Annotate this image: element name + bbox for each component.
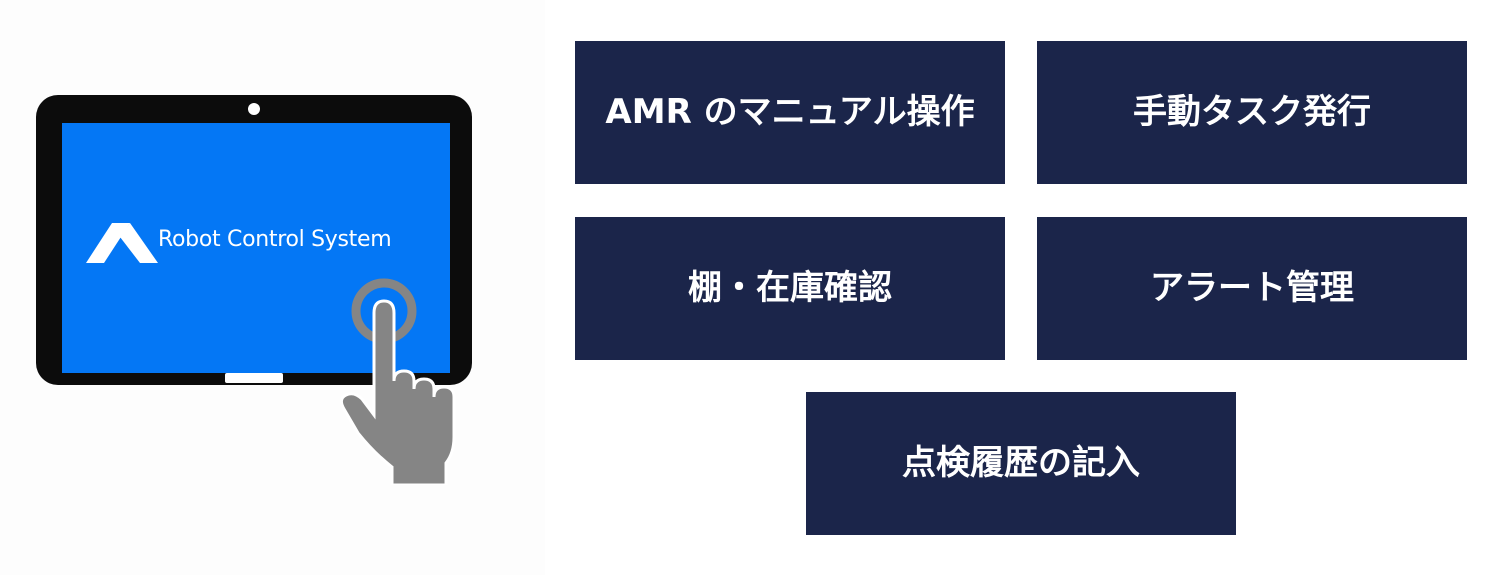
tap-hand-icon <box>339 278 456 485</box>
app-logo-icon <box>86 223 158 263</box>
tile-amr-manual-operation[interactable]: AMR のマニュアル操作 <box>575 41 1005 184</box>
tablet-home-button <box>225 373 283 383</box>
tile-label: 点検履歴の記入 <box>902 443 1140 484</box>
tablet-camera-icon <box>248 103 260 115</box>
tile-label: 手動タスク発行 <box>1133 92 1371 133</box>
screen-title: Robot Control System <box>158 227 392 252</box>
tile-manual-task-issue[interactable]: 手動タスク発行 <box>1037 41 1467 184</box>
tablet-illustration: Robot Control System <box>30 85 480 485</box>
tablet-frame: Robot Control System <box>36 95 472 385</box>
tile-shelf-inventory-check[interactable]: 棚・在庫確認 <box>575 217 1005 360</box>
tile-alert-management[interactable]: アラート管理 <box>1037 217 1467 360</box>
tile-label: AMR のマニュアル操作 <box>605 92 975 133</box>
tile-label: 棚・在庫確認 <box>688 268 892 309</box>
tablet-screen: Robot Control System <box>62 123 450 373</box>
tile-inspection-history-entry[interactable]: 点検履歴の記入 <box>806 392 1236 535</box>
tile-label: アラート管理 <box>1150 268 1354 309</box>
